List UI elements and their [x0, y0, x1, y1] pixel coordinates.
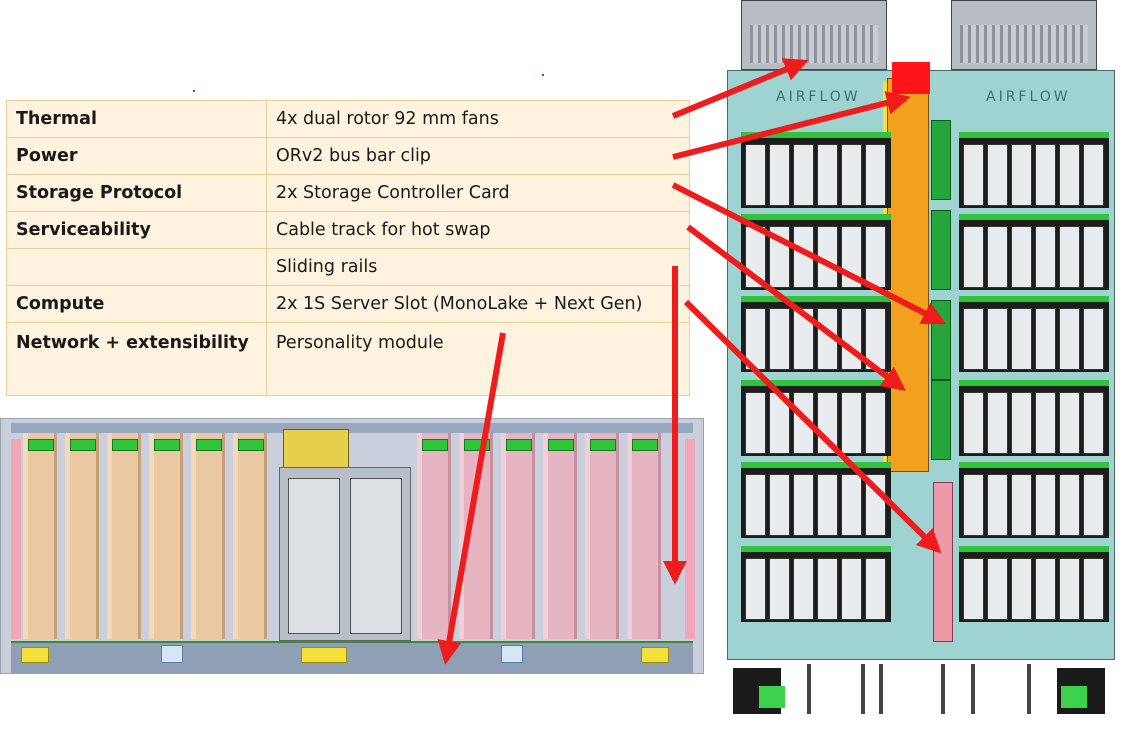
- fan-unit: [741, 0, 887, 70]
- drive-sled: [107, 433, 141, 639]
- feature-cell: Storage Protocol: [6, 174, 267, 212]
- drive-latch: [632, 439, 658, 451]
- cable: [879, 664, 883, 714]
- drive-latch: [70, 439, 96, 451]
- table-row: Power ORv2 bus bar clip: [6, 137, 690, 175]
- drive-sled: [65, 433, 99, 639]
- feature-cell: [6, 248, 267, 286]
- fan-unit: [951, 0, 1097, 70]
- value-cell: 2x 1S Server Slot (MonoLake + Next Gen): [266, 285, 690, 323]
- hdd-row: [959, 546, 1109, 622]
- value-cell: 4x dual rotor 92 mm fans: [266, 100, 690, 138]
- connector-block: [161, 645, 183, 663]
- drive-sled: [459, 433, 493, 639]
- server-card: [350, 478, 402, 634]
- value-cell: Cable track for hot swap: [266, 211, 690, 249]
- server-slot-board: [931, 380, 951, 460]
- front-side-bracket: [11, 439, 21, 639]
- drive-latch: [196, 439, 222, 451]
- airflow-label: AIRFLOW: [776, 89, 861, 105]
- drive-sled: [543, 433, 577, 639]
- drive-latch: [112, 439, 138, 451]
- drive-latch: [28, 439, 54, 451]
- drive-sled: [23, 433, 57, 639]
- table-row: Storage Protocol 2x Storage Controller C…: [6, 174, 690, 212]
- cable-track-chain: [887, 78, 929, 472]
- drive-sled: [149, 433, 183, 639]
- bus-bar-clip: [892, 62, 930, 94]
- table-row: Thermal 4x dual rotor 92 mm fans: [6, 100, 690, 138]
- table-row: Serviceability Cable track for hot swap: [6, 211, 690, 249]
- server-slot-assembly: [279, 467, 411, 641]
- server-slot-board: [931, 300, 951, 380]
- drive-latch: [422, 439, 448, 451]
- drive-latch: [238, 439, 264, 451]
- personality-module: [933, 482, 953, 642]
- drive-sled: [501, 433, 535, 639]
- drive-sled: [627, 433, 661, 639]
- drive-sled: [417, 433, 451, 639]
- fan-grille: [750, 25, 878, 63]
- connector-block: [21, 647, 49, 663]
- cable: [941, 664, 945, 714]
- cable: [971, 664, 975, 714]
- table-row: Sliding rails: [6, 248, 690, 286]
- connector-block: [501, 645, 523, 663]
- cable: [1027, 664, 1031, 714]
- hdd-row: [741, 214, 891, 290]
- value-cell: ORv2 bus bar clip: [266, 137, 690, 175]
- connector-block: [301, 647, 347, 663]
- drive-latch: [464, 439, 490, 451]
- drive-latch: [506, 439, 532, 451]
- drive-latch: [548, 439, 574, 451]
- hdd-row: [959, 214, 1109, 290]
- hdd-row: [741, 380, 891, 456]
- stray-mark: [193, 90, 195, 92]
- front-top-rail: [11, 423, 693, 433]
- hdd-row: [741, 546, 891, 622]
- feature-cell: Power: [6, 137, 267, 175]
- feature-cell: Compute: [6, 285, 267, 323]
- front-side-bracket: [685, 439, 695, 639]
- connector-block: [641, 647, 669, 663]
- spec-table: Thermal 4x dual rotor 92 mm fans Power O…: [6, 100, 690, 396]
- airflow-label: AIRFLOW: [986, 89, 1071, 105]
- feature-cell: Network + extensibility: [6, 322, 267, 396]
- value-cell: Sliding rails: [266, 248, 690, 286]
- hdd-row: [959, 380, 1109, 456]
- fan-grille: [960, 25, 1088, 63]
- hdd-row: [959, 132, 1109, 208]
- cable: [861, 664, 865, 714]
- top-chassis-view: AIRFLOW AIRFLOW: [727, 0, 1115, 716]
- drive-sled: [233, 433, 267, 639]
- drive-sled: [191, 433, 225, 639]
- server-card: [288, 478, 340, 634]
- feature-cell: Serviceability: [6, 211, 267, 249]
- drive-latch: [590, 439, 616, 451]
- hdd-row: [959, 296, 1109, 372]
- storage-controller-card: [931, 210, 951, 290]
- feature-cell: Thermal: [6, 100, 267, 138]
- drive-sled: [585, 433, 619, 639]
- cable-track-tray: [11, 641, 693, 673]
- drive-latch: [154, 439, 180, 451]
- hdd-row: [741, 296, 891, 372]
- fan-module: [283, 429, 349, 469]
- stray-mark: [542, 74, 544, 76]
- storage-controller-card: [931, 120, 951, 200]
- table-row: Network + extensibility Personality modu…: [6, 322, 690, 396]
- value-cell: 2x Storage Controller Card: [266, 174, 690, 212]
- hdd-row: [741, 462, 891, 538]
- cable: [807, 664, 811, 714]
- value-cell: Personality module: [266, 322, 690, 396]
- foot-latch: [1061, 686, 1087, 708]
- front-enclosure-view: [0, 418, 704, 674]
- table-row: Compute 2x 1S Server Slot (MonoLake + Ne…: [6, 285, 690, 323]
- foot-latch: [759, 686, 785, 708]
- hdd-row: [741, 132, 891, 208]
- hdd-row: [959, 462, 1109, 538]
